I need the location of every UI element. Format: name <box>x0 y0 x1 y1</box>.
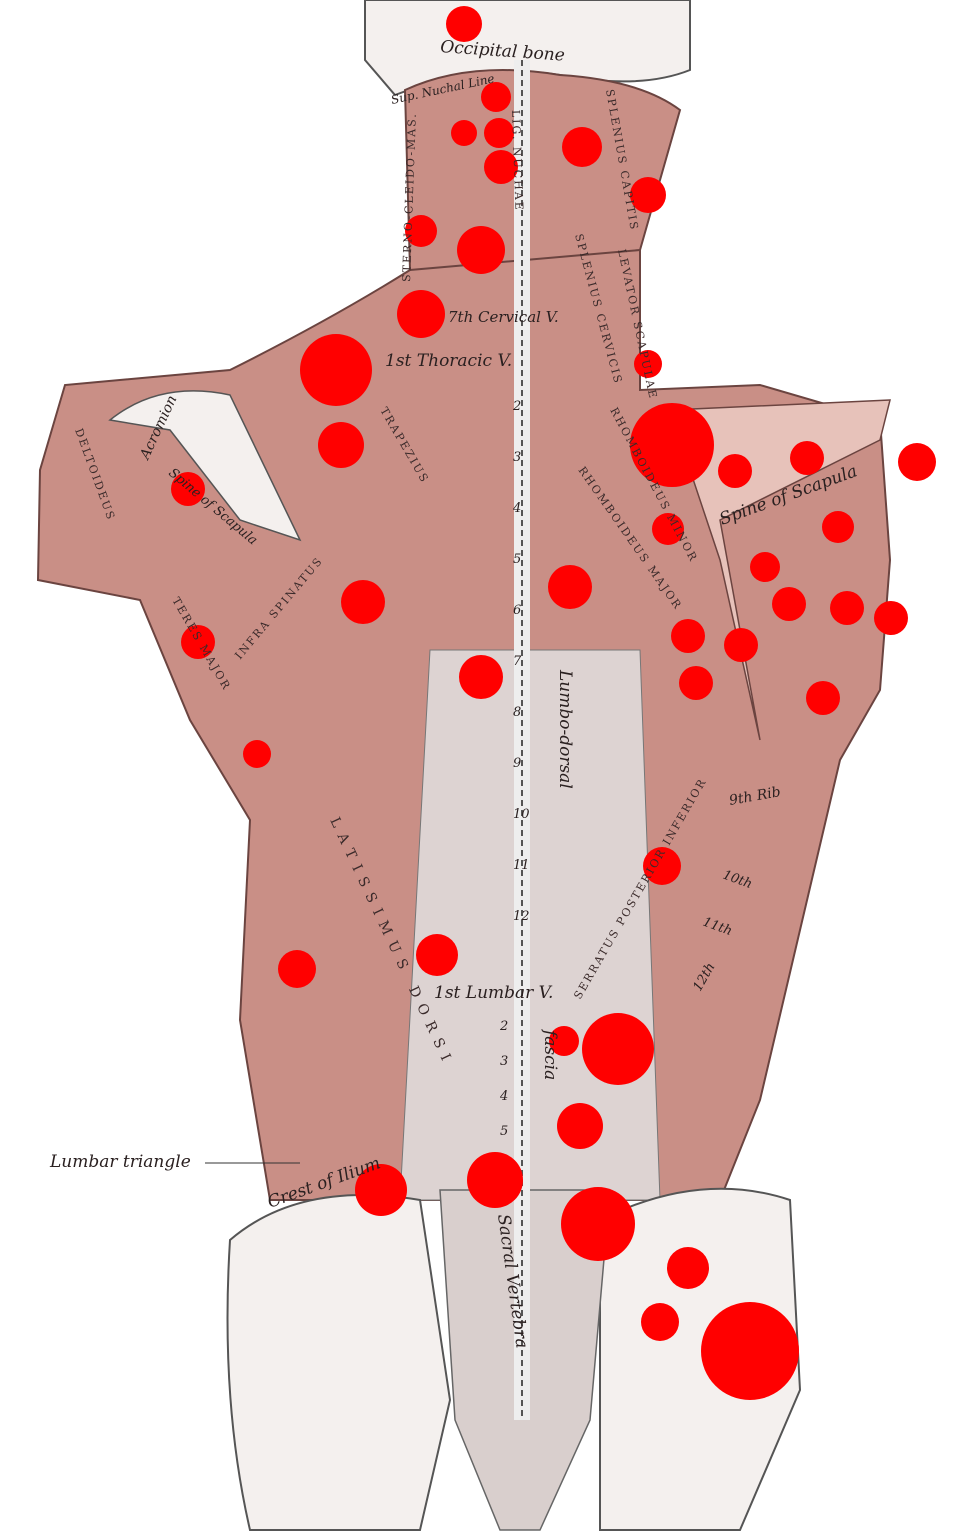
vertebra-number: 2 <box>499 1019 508 1034</box>
marker-dot <box>561 1187 635 1261</box>
label-1st-lumbar: 1st Lumbar V. <box>434 983 553 1003</box>
marker-dot <box>181 625 215 659</box>
marker-dot <box>718 454 752 488</box>
label-1st-thoracic: 1st Thoracic V. <box>385 351 512 371</box>
marker-dot <box>484 150 518 184</box>
marker-dot <box>750 552 780 582</box>
marker-dot <box>701 1302 799 1400</box>
acromion-bone <box>108 390 302 542</box>
marker-dot <box>557 1103 603 1149</box>
marker-dot <box>467 1152 523 1208</box>
vertebra-number: 11 <box>513 858 530 873</box>
marker-dot <box>898 443 936 481</box>
vertebra-number: 10 <box>513 807 530 822</box>
marker-dot <box>874 601 908 635</box>
marker-dot <box>481 82 511 112</box>
marker-dot <box>318 422 364 468</box>
label-lumbar-triangle: Lumbar triangle <box>49 1152 191 1172</box>
vertebra-number: 4 <box>499 1089 508 1104</box>
right-scapula <box>668 399 891 741</box>
vertebra-number: 5 <box>513 552 521 567</box>
marker-dot <box>355 1164 407 1216</box>
marker-dot <box>630 177 666 213</box>
marker-dot <box>416 934 458 976</box>
vertebra-number: 6 <box>513 603 521 618</box>
vertebra-number: 3 <box>513 450 521 465</box>
marker-dot <box>830 591 864 625</box>
marker-dot <box>724 628 758 662</box>
marker-dot <box>549 1026 579 1056</box>
marker-dot <box>278 950 316 988</box>
pelvis-bone <box>226 1194 452 1531</box>
label-fascia: fascia <box>540 1028 560 1080</box>
marker-dot <box>679 666 713 700</box>
marker-dot <box>643 847 681 885</box>
vertebra-numbers: 2 3 4 5 6 7 8 9 10 11 12 2 3 4 5 <box>499 399 530 1139</box>
label-lumbo-dorsal: Lumbo-dorsal <box>555 669 575 789</box>
pelvis-bone-right <box>599 1187 802 1531</box>
marker-dot <box>822 511 854 543</box>
marker-dot <box>243 740 271 768</box>
marker-dot <box>790 441 824 475</box>
marker-dot <box>772 587 806 621</box>
marker-dot <box>457 226 505 274</box>
vertebra-number: 7 <box>513 654 522 669</box>
vertebra-number: 9 <box>513 756 521 771</box>
marker-dot <box>341 580 385 624</box>
label-sterno-cleido-mas: STERNO-CLEIDO-MAS. <box>400 112 419 282</box>
marker-dot <box>641 1303 679 1341</box>
vertebra-number: 12 <box>513 909 530 924</box>
label-7th-cervical: 7th Cervical V. <box>448 308 559 326</box>
marker-dot <box>446 6 482 42</box>
marker-dot <box>171 472 205 506</box>
marker-dot <box>451 120 477 146</box>
marker-dot <box>405 215 437 247</box>
marker-dot <box>548 565 592 609</box>
marker-dot <box>671 619 705 653</box>
vertebra-number: 8 <box>513 705 521 720</box>
vertebra-number: 4 <box>512 501 521 516</box>
vertebra-number: 3 <box>500 1054 508 1069</box>
marker-dot <box>634 350 662 378</box>
marker-dot <box>300 334 372 406</box>
marker-dots <box>171 6 936 1400</box>
marker-dot <box>652 513 684 545</box>
vertebra-number: 2 <box>512 399 521 414</box>
marker-dot <box>630 403 714 487</box>
marker-dot <box>582 1013 654 1085</box>
label-lig-nuchae: LIG. NUCHAE <box>509 110 526 212</box>
marker-dot <box>562 127 602 167</box>
vertebra-number: 5 <box>500 1124 508 1139</box>
marker-dot <box>806 681 840 715</box>
marker-dot <box>397 290 445 338</box>
marker-dot <box>459 655 503 699</box>
marker-dot <box>667 1247 709 1289</box>
marker-dot <box>484 118 514 148</box>
